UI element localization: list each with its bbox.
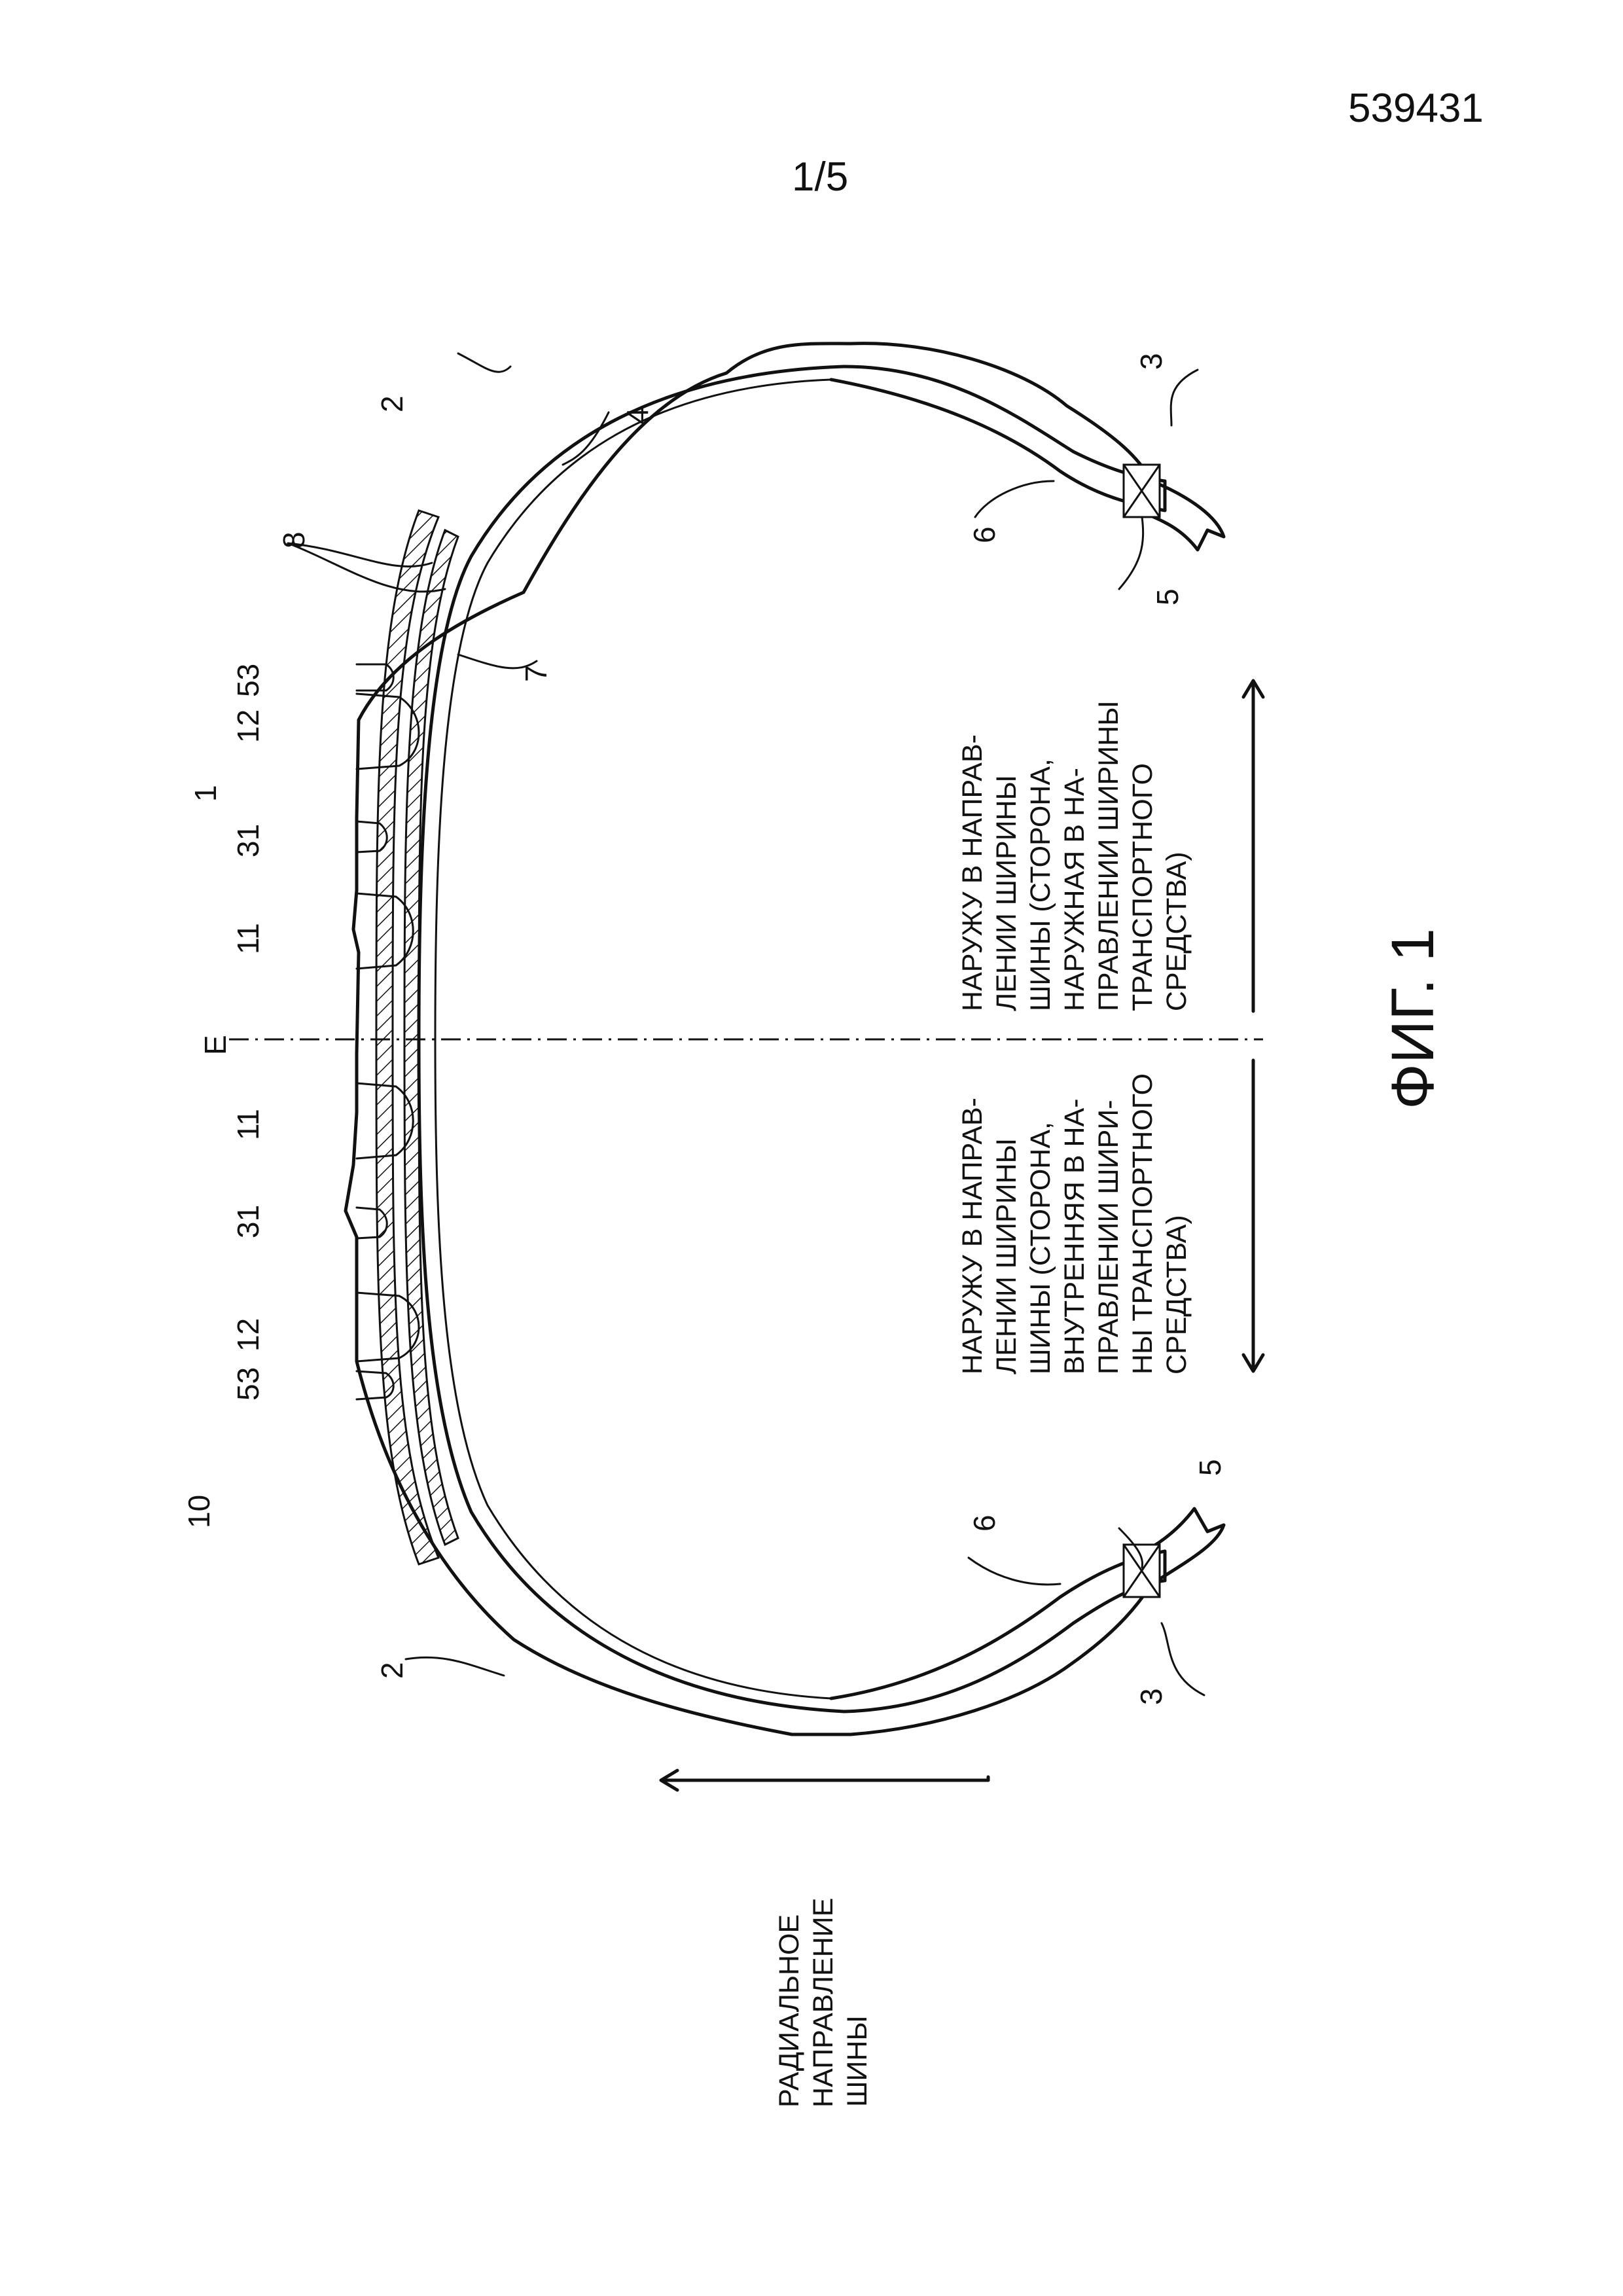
groove-31-lower <box>355 1206 388 1240</box>
leader-2-upper <box>457 352 512 373</box>
leader-5-lower <box>1118 1527 1144 1569</box>
inner-line-6: НЫ ТРАНСПОРТНОГО <box>1127 1073 1158 1374</box>
ref-12-upper: 12 <box>231 709 265 743</box>
inner-line-4: ВНУТРЕННЯЯ В НА- <box>1059 1098 1090 1374</box>
figure-caption: ФИГ. 1 <box>1380 928 1446 1109</box>
leader-3-lower <box>1160 1622 1205 1696</box>
outer-line-1: НАРУЖУ В НАПРАВ- <box>957 734 988 1011</box>
leader-6-upper <box>974 480 1055 518</box>
ref-31-upper: 31 <box>231 824 265 857</box>
ref-53-lower: 53 <box>231 1367 265 1401</box>
leader-5-upper <box>1118 516 1145 590</box>
radial-line-1: РАДИАЛЬНОЕ <box>774 1914 805 2108</box>
ref-2-upper: 2 <box>375 395 409 412</box>
ref-31-lower: 31 <box>231 1205 265 1238</box>
outer-width-arrow <box>1241 679 1265 1013</box>
radial-direction-label: РАДИАЛЬНОЕ НАПРАВЛЕНИЕ ШИНЫ <box>774 1898 873 2108</box>
ref-5-upper: 5 <box>1150 588 1185 605</box>
groove-31-upper <box>355 820 388 853</box>
ref-3-lower: 3 <box>1134 1688 1168 1705</box>
inner-width-arrow <box>1241 1058 1265 1373</box>
inner-liner <box>434 378 832 1700</box>
groove-53-upper <box>355 663 395 692</box>
radial-line-2: НАПРАВЛЕНИЕ <box>808 1898 839 2108</box>
sheet-number: 1/5 <box>792 154 849 200</box>
groove-12-upper <box>355 692 420 770</box>
outer-line-5: ПРАВЛЕНИИ ШИРИНЫ <box>1093 701 1124 1011</box>
inner-line-1: НАРУЖУ В НАПРАВ- <box>957 1098 988 1374</box>
inner-line-3: ШИНЫ (СТОРОНА, <box>1025 1122 1056 1374</box>
outer-line-2: ЛЕНИИ ШИРИНЫ <box>991 775 1022 1011</box>
ref-11-lower: 11 <box>231 1109 265 1140</box>
leader-3-upper <box>1169 368 1199 427</box>
groove-11-lower <box>355 1082 414 1160</box>
radial-line-3: ШИНЫ <box>842 2016 873 2107</box>
leader-4 <box>562 411 610 466</box>
inner-line-5: ПРАВЛЕНИИ ШИРИ- <box>1093 1100 1124 1374</box>
ref-labels: 10 1 2 2 3 3 4 5 5 6 6 7 8 11 11 12 12 3… <box>182 353 1227 1705</box>
leader-6-lower <box>967 1556 1061 1586</box>
ref-7: 7 <box>519 665 553 682</box>
ref-10: 10 <box>182 1495 216 1528</box>
bead-core-lower <box>1122 1543 1161 1598</box>
ref-11-upper: 11 <box>231 923 265 954</box>
leader-2-lower <box>404 1656 505 1677</box>
leader-7 <box>457 653 538 670</box>
outer-line-6: ТРАНСПОРТНОГО <box>1127 763 1158 1011</box>
ref-6-lower: 6 <box>967 1515 1001 1532</box>
ref-5-lower: 5 <box>1193 1459 1227 1476</box>
inner-line-2: ЛЕНИИ ШИРИНЫ <box>991 1138 1022 1374</box>
belt-layer-inner <box>403 528 459 1547</box>
leader-8 <box>287 542 446 593</box>
outer-line-7: СРЕДСТВА) <box>1161 852 1192 1011</box>
ref-53-upper: 53 <box>231 664 265 697</box>
inner-line-7: СРЕДСТВА) <box>1161 1215 1192 1374</box>
lower-bead-carcass <box>829 1549 1167 1713</box>
groove-12-lower <box>355 1291 420 1363</box>
bead-core-upper <box>1122 463 1161 518</box>
ref-4: 4 <box>620 407 654 424</box>
outer-width-direction-label: НАРУЖУ В НАПРАВ- ЛЕНИИ ШИРИНЫ ШИНЫ (СТОР… <box>957 701 1192 1011</box>
ref-6-upper: 6 <box>967 526 1001 543</box>
outer-line-3: ШИНЫ (СТОРОНА, <box>1025 759 1056 1011</box>
ref-12-lower: 12 <box>231 1318 265 1352</box>
document-number: 539431 <box>1348 86 1484 131</box>
ref-2-lower: 2 <box>375 1662 409 1679</box>
groove-11-upper <box>355 892 414 970</box>
ref-8: 8 <box>277 531 311 548</box>
radial-arrow <box>659 1768 990 1792</box>
outer-line-4: НАРУЖНАЯ В НА- <box>1059 768 1090 1011</box>
belt-layer-outer <box>375 509 440 1566</box>
groove-53-upper-b <box>355 1370 395 1401</box>
ref-1: 1 <box>188 785 223 802</box>
upper-bead-carcass <box>829 365 1167 512</box>
inner-width-direction-label: НАРУЖУ В НАПРАВ- ЛЕНИИ ШИРИНЫ ШИНЫ (СТОР… <box>957 1073 1192 1374</box>
center-line-label: E <box>198 1035 232 1055</box>
ref-3-upper: 3 <box>1134 353 1168 370</box>
